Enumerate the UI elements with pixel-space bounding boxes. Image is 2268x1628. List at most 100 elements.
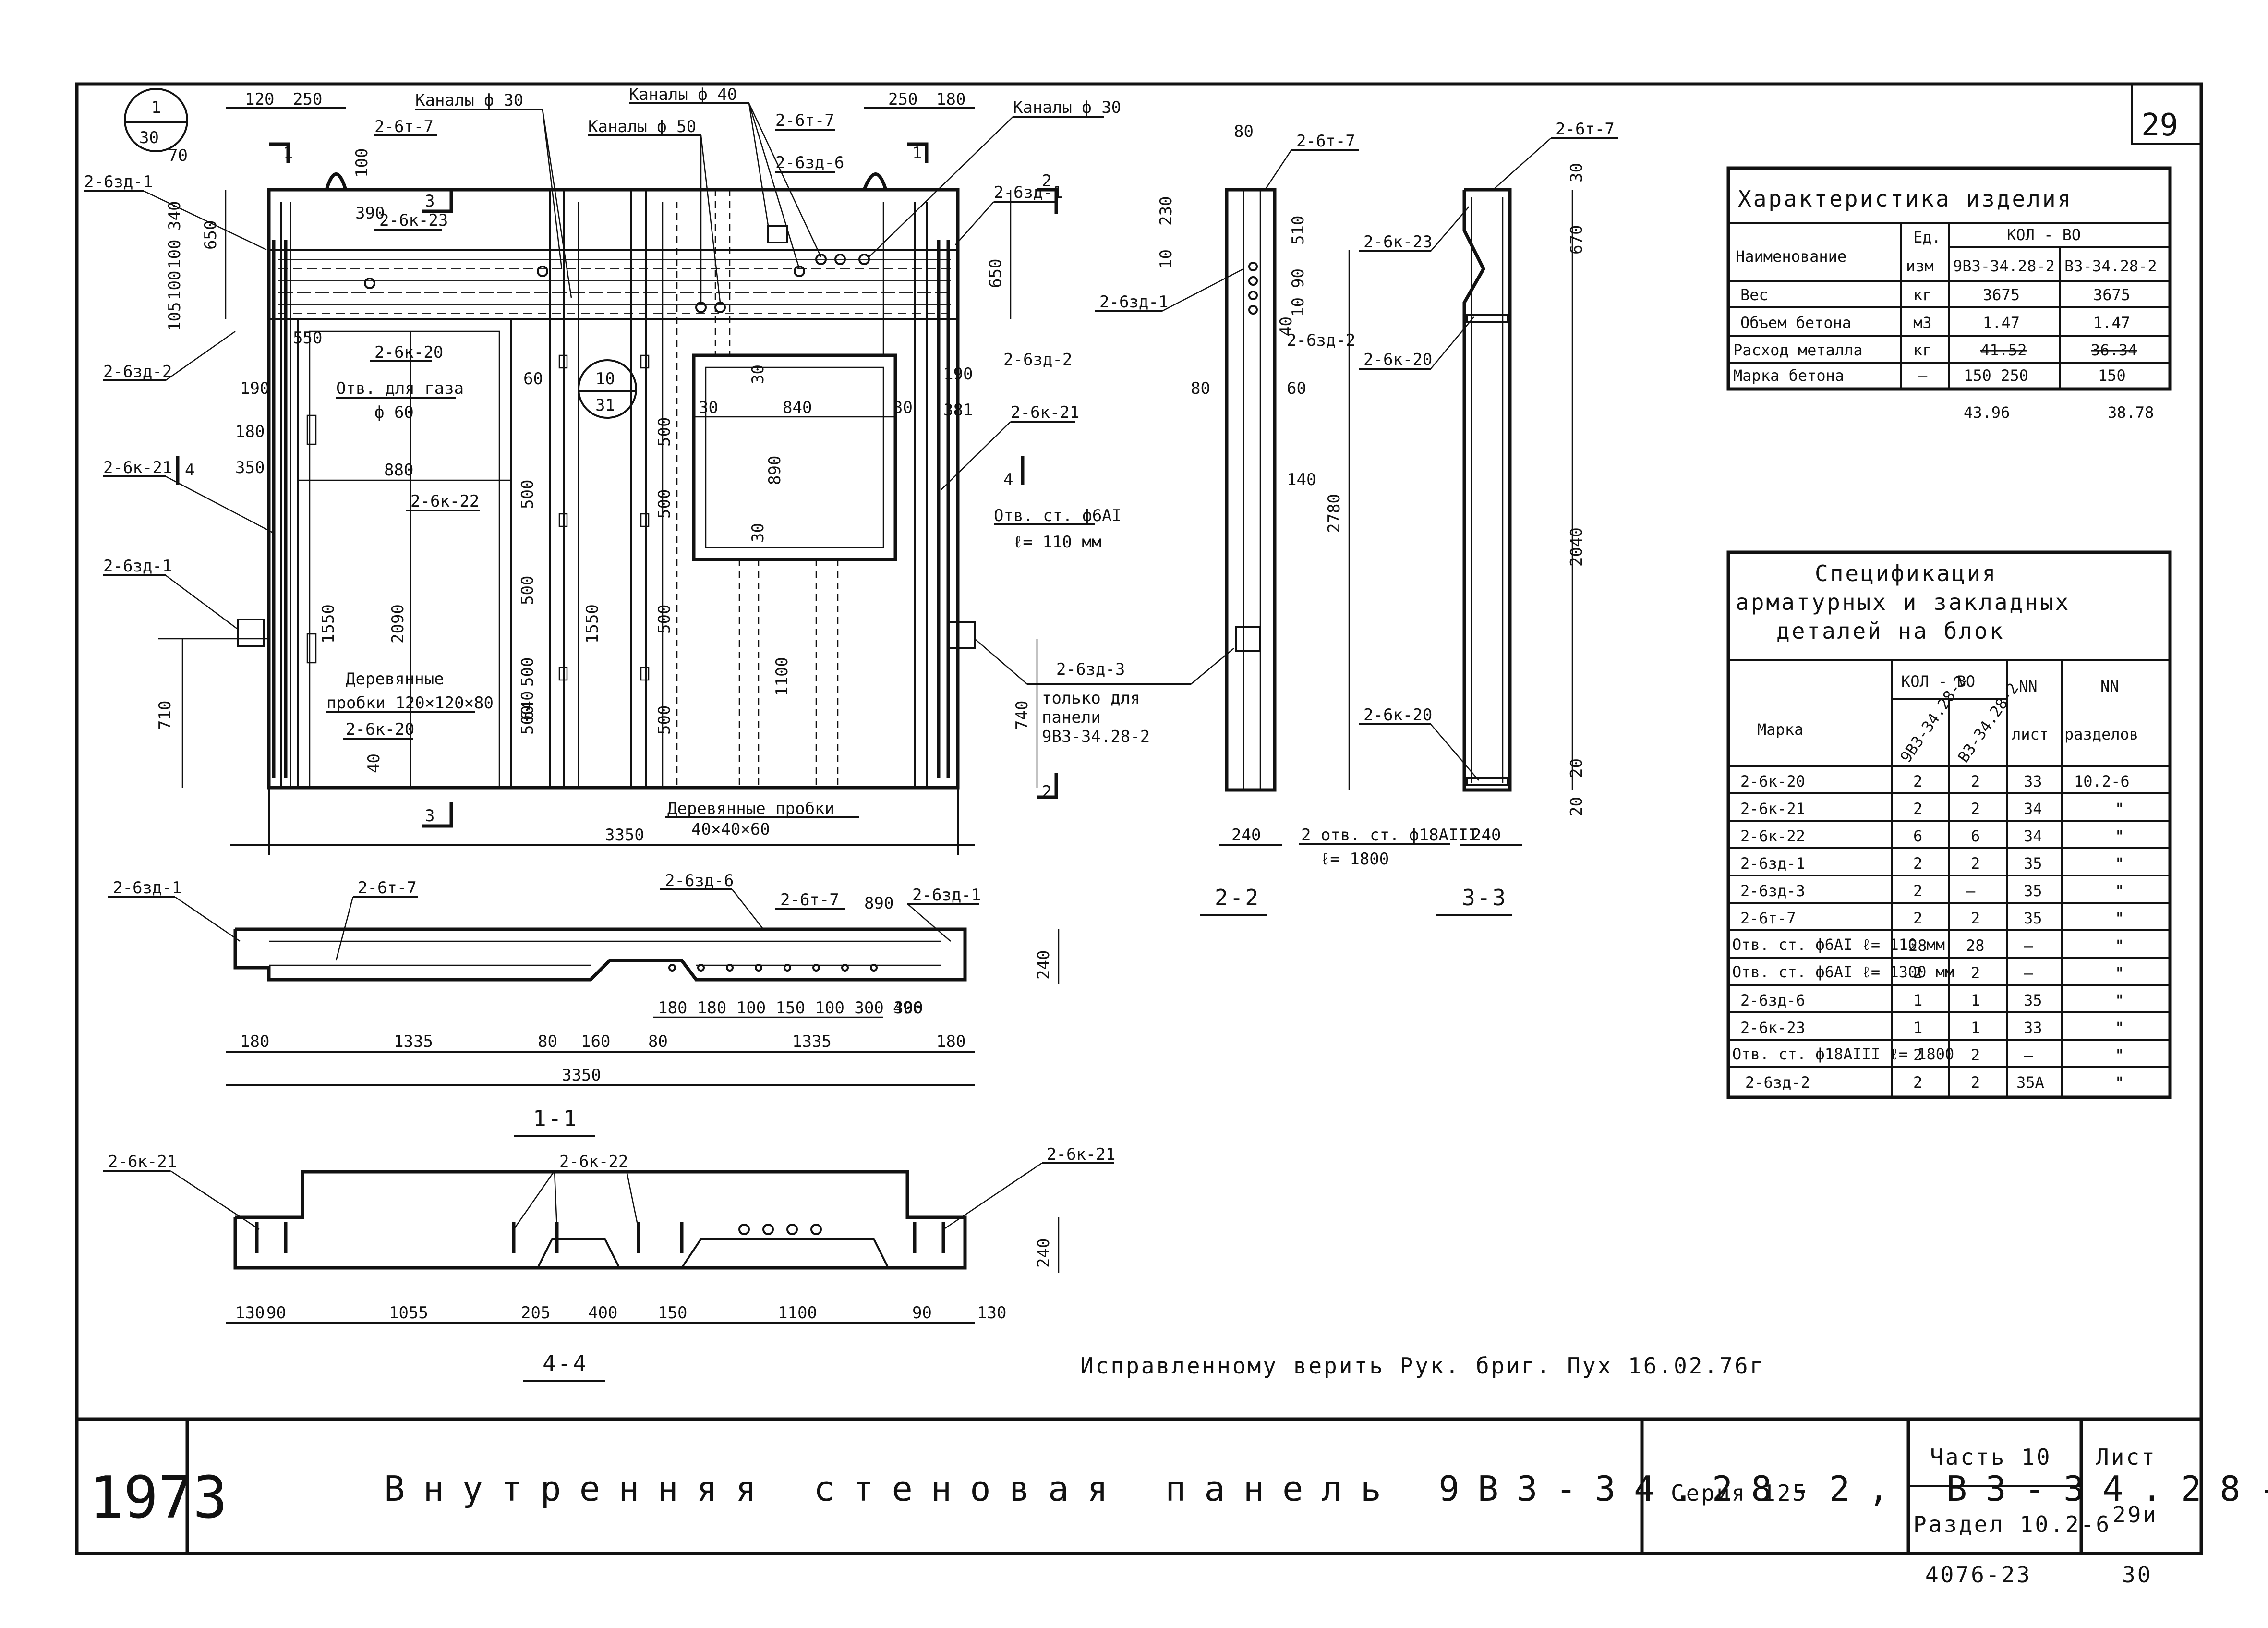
svg-text:": " (2115, 936, 2124, 955)
spec-head-mark: Марка (1757, 720, 1803, 739)
char-row-3-name: Марка бетона (1733, 366, 1844, 385)
title-text: Внутренняя стеновая панель 9В3-34.28-2, … (384, 1469, 2268, 1509)
footer-stamp: 4076-23 (1925, 1562, 2032, 1588)
char-col-b: В3-34.28-2 (2064, 257, 2157, 275)
s44-d400: 400 (588, 1303, 617, 1323)
section-1-1: 2-6зд-1 2-6т-7 2-6зд-6 2-6т-7 890 2-6зд-… (108, 871, 1060, 1137)
s33-label-bk23: 2-6к-23 (1363, 232, 1432, 252)
spec-row-3: 2-6зд-1 2 2 35 " (1740, 854, 2124, 873)
svg-text:2: 2 (1971, 1073, 1980, 1092)
char-col-a: 9В3-34.28-2 (1953, 257, 2055, 275)
channel-holes (364, 225, 870, 313)
svg-text:3: 3 (425, 806, 434, 826)
s44-name: 4-4 (543, 1350, 588, 1376)
s22-d230: 230 (1157, 196, 1176, 226)
section-marker-2: 2 2 (1037, 171, 1058, 802)
sheet-corner-number: 29 (2141, 108, 2178, 143)
svg-text:2: 2 (1913, 1073, 1922, 1092)
s22-d10b: 10 (1289, 297, 1308, 317)
svg-text:35А: 35А (2016, 1073, 2044, 1092)
char-row-3-b: 150 (2098, 366, 2126, 385)
svg-text:2: 2 (1913, 882, 1922, 900)
dim-381: 381 (943, 401, 973, 420)
label-bk20-bottom: 2-6к-20 (346, 720, 414, 739)
svg-text:1: 1 (1913, 991, 1922, 1009)
s11-label-bd6: 2-6зд-6 (665, 871, 734, 890)
spec-row-0: 2-6к-20 2 2 33 10.2-6 (1740, 772, 2130, 790)
svg-text:28: 28 (1966, 936, 1985, 955)
corner-callout (124, 88, 188, 152)
char-row-0-name: Вес (1740, 286, 1768, 304)
s33-d30: 30 (1567, 163, 1586, 182)
svg-text:2: 2 (1971, 854, 1980, 873)
svg-text:": " (2115, 1019, 2124, 1037)
svg-text:1: 1 (283, 144, 293, 163)
label-bt7-a: 2-6т-7 (374, 117, 434, 136)
svg-text:2: 2 (1042, 171, 1051, 191)
dim-340: 340 (165, 201, 184, 231)
dim-500d: 500 (655, 489, 674, 519)
svg-text:4: 4 (185, 461, 194, 480)
dim-30a: 30 (748, 364, 768, 384)
dim-640: 640 (518, 691, 537, 720)
dim-740: 740 (1013, 701, 1032, 730)
char-row-2-unit: кг (1913, 341, 1932, 359)
spec-col-b: В3-34.28-2 (1954, 680, 2022, 766)
svg-text:1: 1 (1971, 1019, 1980, 1037)
svg-text:2: 2 (1913, 854, 1922, 873)
s22-name: 2-2 (1215, 885, 1260, 911)
s33-label-bt7: 2-6т-7 (1556, 120, 1615, 139)
section-marker-3: 3 3 (422, 190, 453, 828)
s11-d1335l: 1335 (394, 1032, 433, 1051)
svg-text:10.2-6: 10.2-6 (2074, 772, 2130, 790)
s44-d130l: 130 (235, 1303, 265, 1323)
svg-text:2-6к-22: 2-6к-22 (1740, 827, 1805, 845)
title-sheet-no: 29и (2112, 1502, 2158, 1528)
s22-label-bd2: 2-6зд-2 (1287, 331, 1355, 350)
char-row-0-unit: кг (1913, 286, 1932, 304)
dim-500f: 500 (655, 705, 674, 735)
spec-row-4: 2-6зд-3 2 — 35 " (1740, 882, 2124, 900)
spec-head-sheet-2: лист (2012, 725, 2049, 743)
svg-text:2-6к-23: 2-6к-23 (1740, 1019, 1805, 1037)
label-bd1-top-right: 2-6зд-1 (994, 183, 1062, 202)
s11-d180r: 180 (936, 1032, 965, 1051)
svg-text:34: 34 (2024, 800, 2042, 818)
wood-plugs (237, 354, 976, 681)
s44-d1055: 1055 (389, 1303, 428, 1323)
rebar-left (272, 240, 288, 778)
label-bd6: 2-6зд-6 (775, 153, 844, 172)
dim-190-right: 190 (943, 364, 973, 384)
svg-text:6: 6 (1971, 827, 1980, 845)
char-row-0-a: 3675 (1983, 286, 2020, 304)
s22-d60: 60 (1287, 379, 1306, 398)
s22-d2780: 2780 (1325, 494, 1344, 533)
char-row-3-unit: — (1918, 366, 1928, 385)
spec-head-sect-2: разделов (2064, 725, 2138, 743)
label-bk22: 2-6к-22 (410, 492, 479, 511)
channel-lines (280, 190, 928, 788)
s33-d670: 670 (1567, 225, 1586, 255)
char-head-unit-2: изм (1906, 257, 1934, 275)
s11-label-bt7-right: 2-6т-7 (780, 890, 839, 910)
dim-100c: 100 (165, 271, 184, 300)
s22-rebar-1: 2 отв. ст. ф18АIII (1301, 826, 1478, 845)
dim-60: 60 (523, 369, 543, 389)
svg-text:2: 2 (1971, 800, 1980, 818)
dim-3350: 3350 (605, 826, 644, 845)
svg-text:2: 2 (1971, 909, 1980, 927)
char-row-2-name: Расход металла (1733, 341, 1863, 359)
svg-text:": " (2115, 1046, 2124, 1064)
svg-text:2-6к-20: 2-6к-20 (1740, 772, 1805, 790)
label-kanaly-30-b: Каналы ф 30 (1013, 98, 1121, 117)
section-marker-4: 4 4 (176, 456, 1025, 489)
char-note-a: 43.96 (1964, 403, 2010, 422)
s44-rebars (255, 1222, 945, 1253)
svg-text:4: 4 (1003, 470, 1013, 489)
s22-d40: 40 (1277, 316, 1296, 336)
label-wood-plugs: Деревянные (346, 669, 444, 689)
top-leader-lines (542, 103, 1013, 303)
spec-row-1: 2-6к-21 2 2 34 " (1740, 800, 2124, 818)
s22-label-bd1: 2-6зд-1 (1099, 292, 1168, 312)
s11-label-bd1-left: 2-6зд-1 (113, 878, 181, 898)
